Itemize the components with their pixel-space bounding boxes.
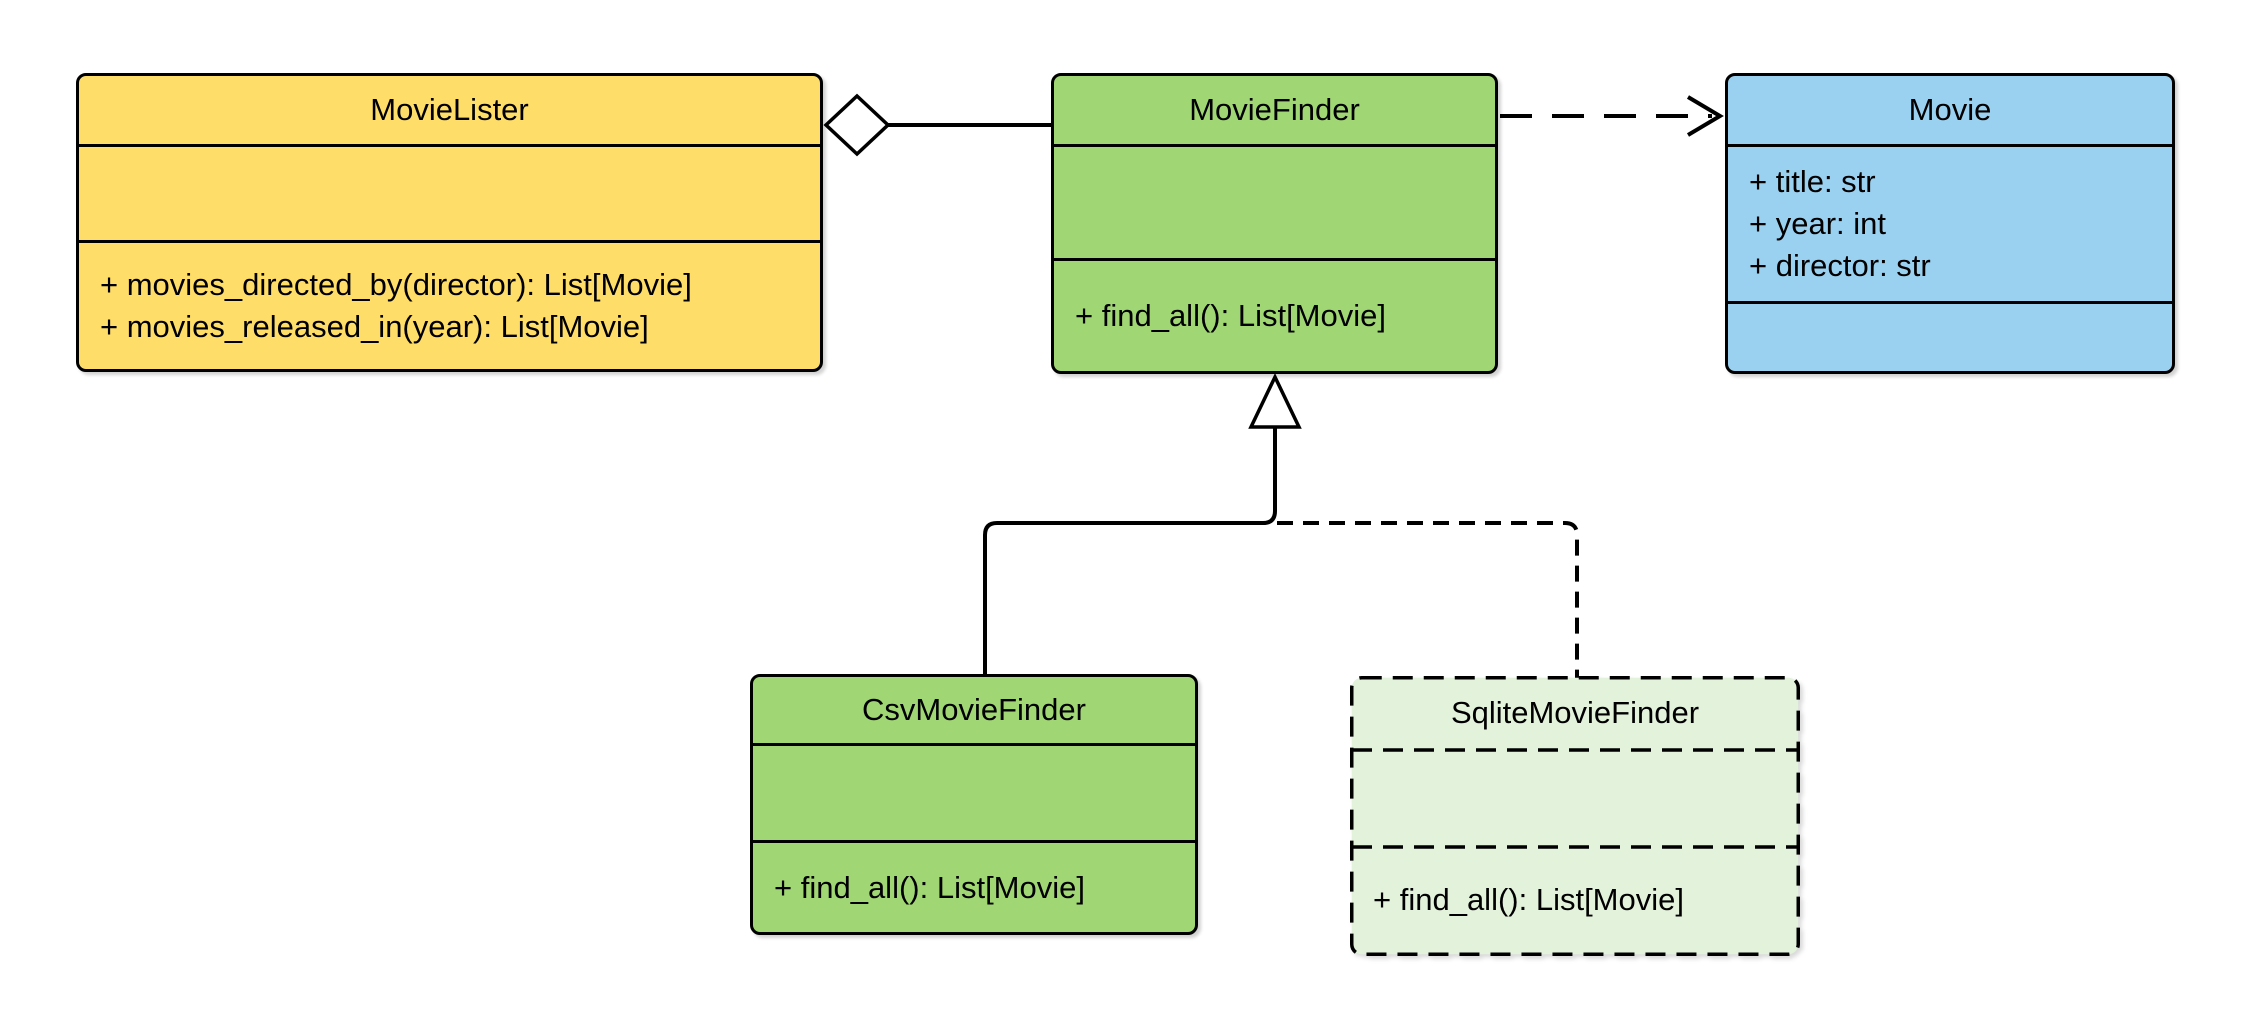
attribute-label: + director: str (1749, 248, 1931, 283)
class-movielister: MovieLister + movies_directed_by(directo… (76, 73, 823, 372)
class-csvmoviefinder-title: CsvMovieFinder (753, 677, 1195, 743)
class-movielister-attributes (79, 144, 820, 240)
dependency-arrowhead-icon (1686, 95, 1724, 137)
class-sqlitemoviefinder-frame (1350, 676, 1800, 956)
aggregation-diamond-icon (823, 93, 891, 157)
class-movielister-methods: + movies_directed_by(director): List[Mov… (79, 240, 820, 369)
class-name-label: MovieLister (370, 92, 529, 127)
class-name-label: CsvMovieFinder (862, 692, 1086, 727)
class-movie-methods (1728, 301, 2172, 371)
class-movie-title: Movie (1728, 76, 2172, 144)
class-moviefinder-methods: + find_all(): List[Movie] (1054, 258, 1495, 371)
class-moviefinder: MovieFinder + find_all(): List[Movie] (1051, 73, 1498, 374)
attribute-label: + title: str (1749, 164, 1876, 199)
inheritance-line-sqlite (1277, 521, 1579, 679)
inheritance-line-csv (983, 428, 1277, 676)
class-name-label: SqliteMovieFinder (1450, 695, 1700, 730)
class-moviefinder-title: MovieFinder (1054, 76, 1495, 144)
class-csvmoviefinder-attributes (753, 743, 1195, 840)
method-label: + find_all(): List[Movie] (774, 869, 1085, 905)
class-movie: Movie + title: str + year: int + directo… (1725, 73, 2175, 374)
class-csvmoviefinder: CsvMovieFinder + find_all(): List[Movie] (750, 674, 1198, 935)
attribute-label: + year: int (1749, 206, 1886, 241)
class-sqlitemoviefinder-attributes (1352, 748, 1798, 845)
class-csvmoviefinder-methods: + find_all(): List[Movie] (753, 840, 1195, 932)
class-movie-attributes: + title: str + year: int + director: str (1728, 144, 2172, 301)
method-label: + movies_released_in(year): List[Movie] (100, 309, 649, 344)
class-movielister-title: MovieLister (79, 76, 820, 144)
method-label: + find_all(): List[Movie] (1373, 882, 1684, 917)
inheritance-triangle-icon (1248, 372, 1302, 429)
method-label: + find_all(): List[Movie] (1075, 298, 1386, 333)
class-sqlitemoviefinder-methods: + find_all(): List[Movie] (1352, 845, 1798, 955)
class-sqlitemoviefinder: SqliteMovieFinder + find_all(): List[Mov… (1352, 678, 1798, 955)
class-name-label: Movie (1908, 92, 1992, 127)
method-label: + movies_directed_by(director): List[Mov… (100, 267, 692, 302)
class-sqlitemoviefinder-title: SqliteMovieFinder (1352, 678, 1798, 748)
class-name-label: MovieFinder (1189, 92, 1360, 127)
class-moviefinder-attributes (1054, 144, 1495, 258)
